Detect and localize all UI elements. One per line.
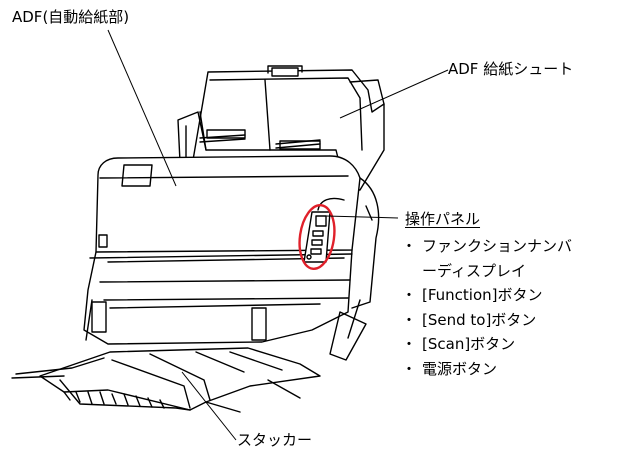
panel-item: ・ [Scan]ボタン [396, 332, 572, 357]
panel-item-text: [Send to]ボタン [422, 310, 537, 329]
leader-lines [107, 29, 449, 441]
adf-label: ADF(自動給紙部) [12, 8, 130, 26]
panel-item-text: 電源ボタン [422, 359, 498, 378]
bullet: ・ [401, 335, 417, 353]
panel-item-text: ファンクションナンバ [422, 237, 573, 255]
adf-chute [177, 65, 385, 191]
panel-item-text: ーディスプレイ [422, 261, 526, 280]
bullet: ・ [401, 237, 417, 255]
adf-chute-label: ADF 給紙シュート [448, 60, 574, 78]
operator-panel-label: 操作パネル [405, 210, 481, 228]
panel-item: ・ [Function]ボタン [396, 283, 572, 308]
leader-adf [107, 29, 177, 187]
panel-item-text: [Scan]ボタン [422, 335, 516, 353]
leader-panel [325, 215, 399, 219]
panel-item: ・ [Send to]ボタン [396, 308, 572, 333]
bullet: ・ [401, 310, 417, 329]
bullet: ・ [401, 286, 417, 304]
leader-stacker [181, 371, 237, 441]
panel-item-text: [Function]ボタン [422, 286, 543, 304]
operator-panel-items: ・ファンクションナンバ ーディスプレイ ・[Function]ボタン ・[Sen… [396, 234, 572, 381]
panel-item: ・電源ボタン [396, 357, 572, 382]
stacker [11, 347, 321, 413]
stacker-label: スタッカー [237, 431, 313, 449]
bullet: ・ [401, 359, 417, 378]
leader-chute [339, 69, 449, 119]
panel-item: ・ファンクションナンバ [396, 234, 572, 259]
bullet [396, 259, 422, 284]
panel-item: ーディスプレイ [396, 259, 572, 284]
scanner-body [83, 155, 380, 361]
operator-panel-highlight [298, 204, 336, 270]
